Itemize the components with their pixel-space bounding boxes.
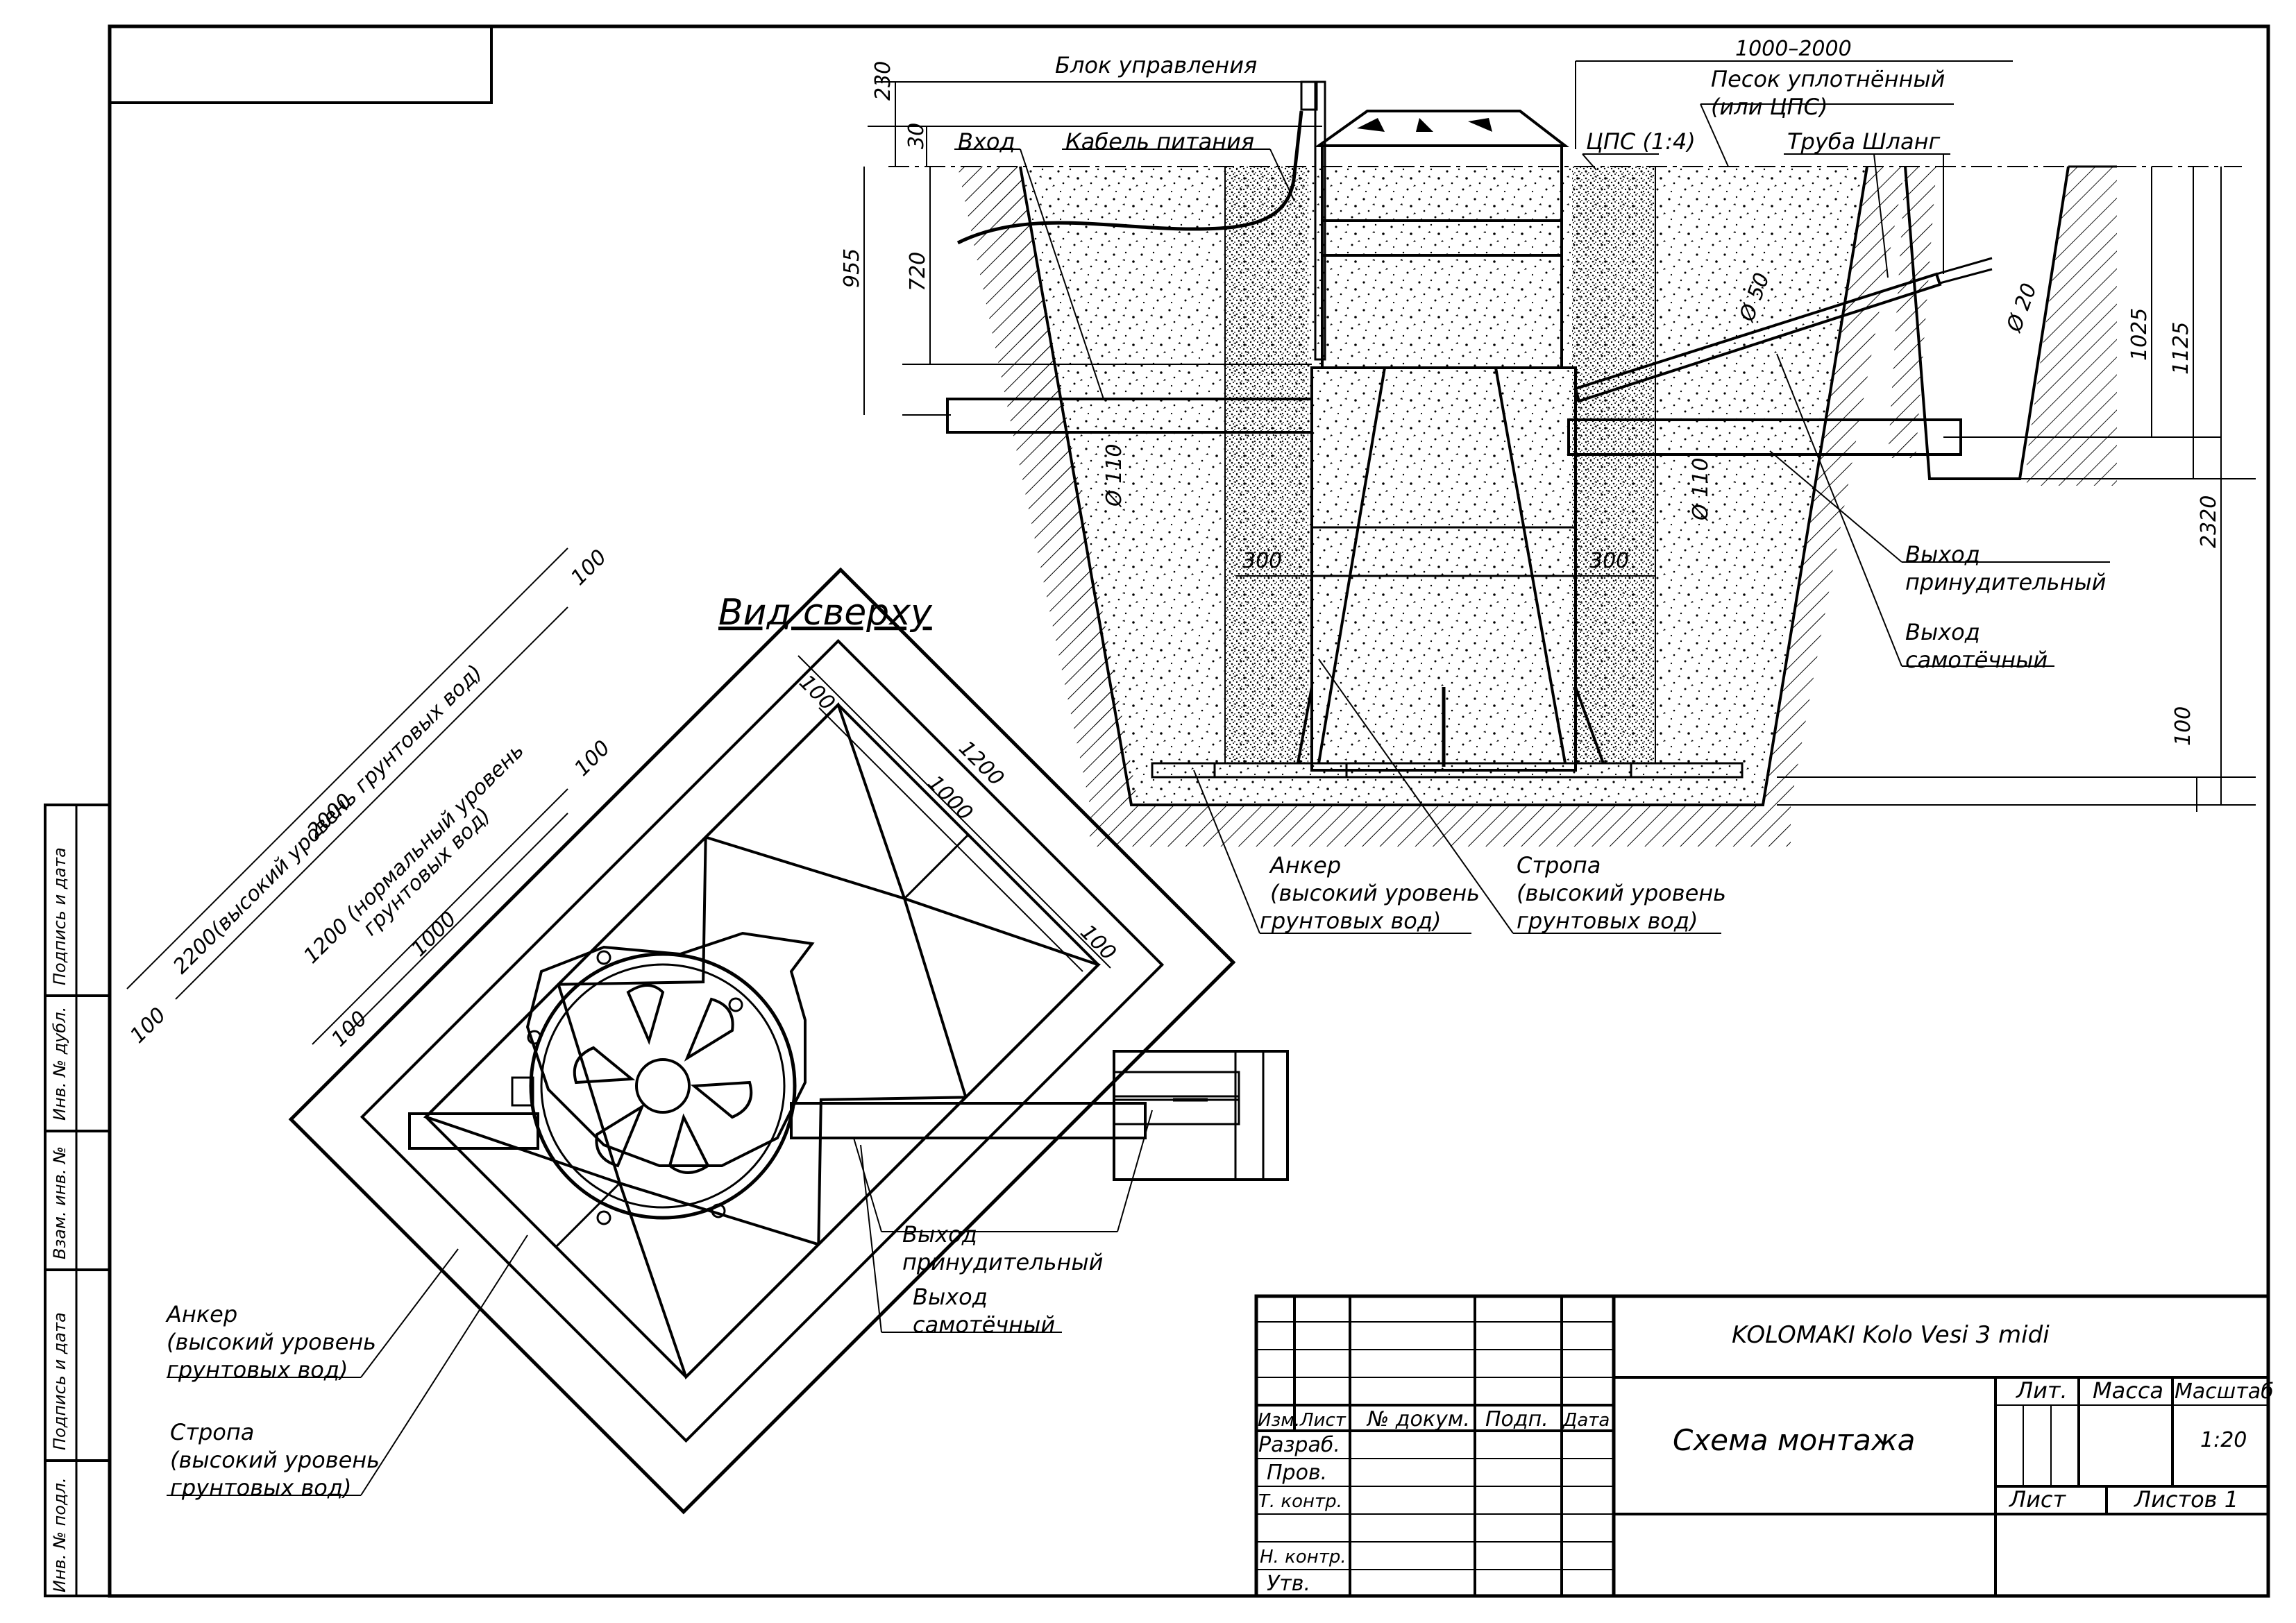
tb-massa: Масса bbox=[2093, 1377, 2163, 1404]
stamp-sign-date-1: Подпись и дата bbox=[50, 847, 69, 985]
label-cps: ЦПС (1:4) bbox=[1586, 128, 1696, 155]
section-view: Блок управления Вход Кабель питания Песо… bbox=[840, 37, 2256, 934]
label-control-unit: Блок управления bbox=[1055, 52, 1257, 78]
corner-box bbox=[108, 25, 493, 104]
label-out-gravity-2: самотёчный bbox=[1905, 647, 2048, 673]
label-anchor-2: (высокий уровень bbox=[1270, 880, 1480, 906]
dim-100-bottom: 100 bbox=[2171, 706, 2195, 746]
dim-300-left: 300 bbox=[1242, 549, 1282, 573]
plan-dim-1200n: 1200 (нормальный уровень bbox=[299, 738, 529, 968]
side-stamp: Подпись и дата Инв. № дубл. Взам. инв. №… bbox=[44, 804, 111, 1597]
label-power-cable: Кабель питания bbox=[1065, 128, 1254, 155]
plan-dim-1000: 1000 bbox=[407, 907, 462, 962]
dim-2320: 2320 bbox=[2197, 495, 2221, 548]
label-pipe-hose: Труба Шланг bbox=[1787, 128, 1941, 155]
dim-1125: 1125 bbox=[2169, 322, 2193, 375]
stamp-repl-inv: Взам. инв. № bbox=[50, 1146, 69, 1259]
label-sand-2: (или ЦПС) bbox=[1711, 94, 1827, 120]
label-anchor-3: грунтовых вод) bbox=[1260, 908, 1441, 934]
plan-dim-100-d: 100 bbox=[570, 736, 615, 781]
title-block: KOLOMAKI Kolo Vesi 3 midi Схема монтажа … bbox=[1254, 1294, 2274, 1598]
plan-label-out-gravity-1: Выход bbox=[913, 1284, 988, 1310]
stamp-orig-inv: Инв. № подл. bbox=[50, 1477, 69, 1592]
tb-nkontr: Н. контр. bbox=[1260, 1547, 1347, 1567]
tb-col-list: Лист bbox=[1299, 1410, 1347, 1431]
label-out-forced-1: Выход bbox=[1905, 541, 1980, 568]
dim-phi110-outlet: Ø 110 bbox=[1689, 458, 1713, 522]
tb-col-doc: № докум. bbox=[1366, 1407, 1470, 1431]
dim-1025: 1025 bbox=[2127, 308, 2152, 361]
dim-720: 720 bbox=[906, 252, 930, 291]
tb-doc-title: Схема монтажа bbox=[1673, 1423, 1915, 1457]
dim-230: 230 bbox=[871, 61, 895, 101]
stamp-sign-date-2: Подпись и дата bbox=[50, 1312, 69, 1450]
tb-product: KOLOMAKI Kolo Vesi 3 midi bbox=[1732, 1321, 2050, 1349]
tb-sheet: Лист bbox=[2009, 1486, 2066, 1513]
tb-masshtab: Масштаб bbox=[2175, 1379, 2274, 1404]
plan-dim-100-a: 100 bbox=[126, 1003, 171, 1048]
tb-tkontr: Т. контр. bbox=[1258, 1491, 1342, 1512]
top-view-title: Вид сверху bbox=[718, 592, 933, 634]
label-out-forced-2: принудительный bbox=[1905, 569, 2106, 595]
dim-phi20: Ø 20 bbox=[2002, 280, 2042, 337]
plan-label-anchor-1: Анкер bbox=[165, 1301, 237, 1327]
tb-prov: Пров. bbox=[1267, 1461, 1327, 1485]
label-sling-1: Стропа bbox=[1517, 852, 1601, 878]
tb-col-izm: Изм. bbox=[1258, 1410, 1300, 1431]
tb-sheets: Листов 1 bbox=[2134, 1486, 2238, 1513]
plan-label-out-forced-1: Выход bbox=[902, 1221, 977, 1248]
tb-scale: 1:20 bbox=[2200, 1428, 2247, 1452]
tb-col-sign: Подп. bbox=[1485, 1407, 1548, 1431]
dim-300-right: 300 bbox=[1589, 549, 1629, 573]
dim-30: 30 bbox=[904, 123, 929, 149]
plan-label-out-forced-2: принудительный bbox=[902, 1249, 1103, 1275]
label-sling-3: грунтовых вод) bbox=[1517, 908, 1698, 934]
plan-label-anchor-2: (высокий уровень bbox=[167, 1329, 376, 1355]
label-inlet: Вход bbox=[958, 128, 1015, 155]
plan-label-anchor-3: грунтовых вод) bbox=[167, 1357, 348, 1383]
stamp-dup-inv: Инв. № дубл. bbox=[50, 1007, 69, 1121]
dim-955: 955 bbox=[840, 248, 864, 288]
tb-lit: Лит. bbox=[2016, 1377, 2068, 1404]
label-sling-2: (высокий уровень bbox=[1517, 880, 1726, 906]
label-sand-1: Песок уплотнённый bbox=[1711, 66, 1945, 92]
plan-label-sling-3: грунтовых вод) bbox=[170, 1475, 351, 1501]
tb-razrab: Разраб. bbox=[1258, 1433, 1340, 1457]
lid-ribs bbox=[573, 984, 753, 1174]
label-out-gravity-1: Выход bbox=[1905, 619, 1980, 645]
plan-label-out-gravity-2: самотёчный bbox=[913, 1311, 1055, 1338]
tb-col-date: Дата bbox=[1562, 1410, 1610, 1431]
tb-utv: Утв. bbox=[1267, 1572, 1310, 1596]
plan-label-sling-1: Стропа bbox=[170, 1419, 254, 1445]
dim-phi110-inlet: Ø 110 bbox=[1102, 444, 1126, 508]
dim-1000-2000: 1000–2000 bbox=[1735, 37, 1852, 61]
label-anchor-1: Анкер bbox=[1269, 852, 1341, 878]
plan-label-sling-2: (высокий уровень bbox=[170, 1447, 380, 1473]
plan-dim-100-c: 100 bbox=[566, 545, 611, 590]
